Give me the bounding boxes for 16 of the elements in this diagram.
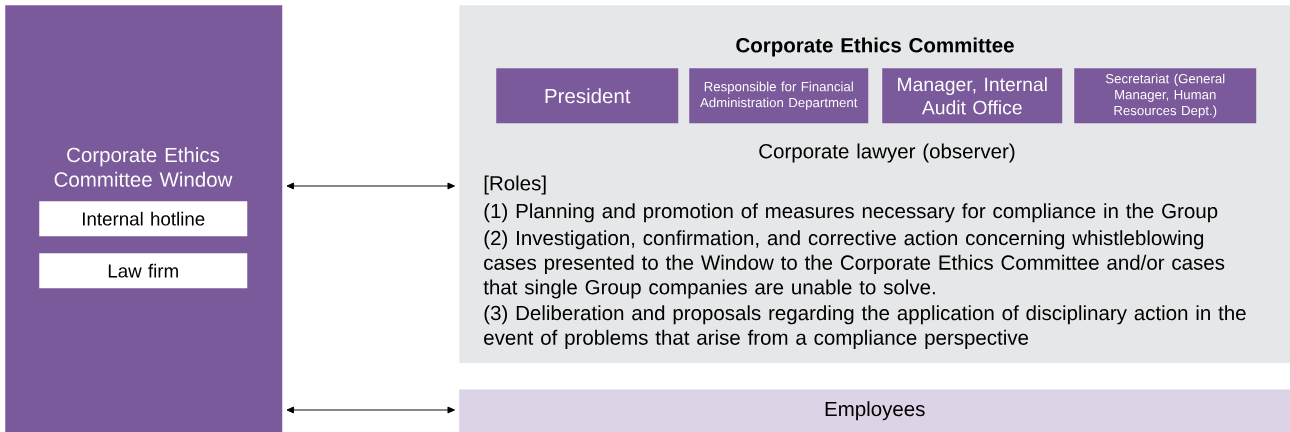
channel-box: Internal hotline: [39, 201, 248, 237]
member-box: Manager, Internal Audit Office: [882, 68, 1063, 124]
double-arrow: [286, 182, 455, 190]
role-item: (3) Deliberation and proposals regarding the application of disciplinary action in the event of problems that arise from a compliance perspective: [484, 305, 1246, 349]
role-item: (1) Planning and promotion of measures necessary for compliance in the Group: [484, 203, 1218, 223]
member-box: President: [496, 68, 679, 124]
observer-note: Corporate lawyer (observer): [759, 143, 1015, 163]
panel-heading: Corporate Ethics Committee Window: [54, 147, 233, 187]
roles-heading: [Roles]: [484, 175, 546, 195]
double-arrow: [286, 406, 455, 414]
role-item: (2) Investigation, confirmation, and corrective action concerning whistleblowing cases presented to the Window to the Corporate Ethics Committee and/or cases that single Group companies are unable to solve.: [483, 230, 1225, 299]
panel-heading: Corporate Ethics Committee: [736, 37, 1014, 57]
channel-box: Law firm: [39, 253, 248, 289]
member-box: Responsible for Financial Administration Department: [689, 68, 869, 124]
member-box: Secretariat (General Manager, Human Resources Dept.): [1074, 68, 1257, 124]
employees-band: Employees: [459, 389, 1290, 432]
